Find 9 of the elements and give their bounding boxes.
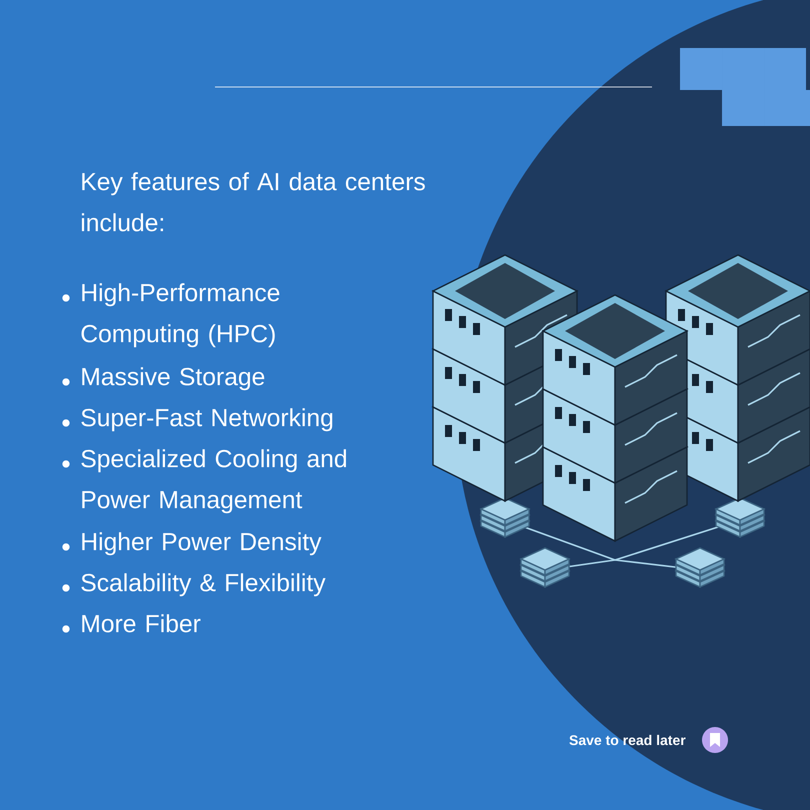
- save-text: Save to read later: [569, 734, 686, 746]
- list-item: More Fiber: [82, 614, 200, 632]
- list-item: Massive Storage: [82, 367, 264, 390]
- list-item: Scalability & Flexibility: [81, 573, 326, 596]
- list-item: Specialized Cooling and Power Management: [81, 449, 346, 514]
- heading: Key features of AI data centers include:: [82, 172, 425, 232]
- list-item: Super-Fast Networking: [81, 408, 332, 432]
- list-item: Higher Power Density: [82, 532, 322, 556]
- list-item: High-Performance Computing (HPC): [82, 283, 280, 348]
